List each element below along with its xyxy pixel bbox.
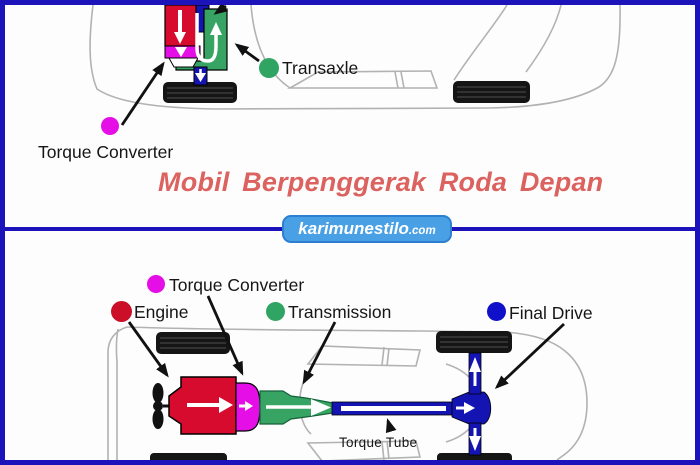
fwd-front-wheel bbox=[163, 82, 237, 103]
final-drive-dot-icon bbox=[487, 302, 506, 321]
rwd-torque-tube bbox=[331, 401, 453, 416]
transaxle-label: Transaxle bbox=[282, 58, 359, 78]
site-name: karimunestilo bbox=[298, 219, 409, 238]
engine-label: Engine bbox=[134, 302, 189, 322]
rwd-callout-arrows bbox=[127, 295, 565, 434]
rwd-cooling-fan bbox=[152, 383, 172, 429]
fwd-car-outline bbox=[89, 4, 621, 110]
fwd-rear-wheel bbox=[453, 81, 530, 103]
rwd-car-diagram bbox=[107, 295, 588, 465]
site-watermark-badge: karimunestilo.com bbox=[282, 215, 452, 243]
rwd-drivetrain bbox=[152, 352, 492, 456]
engine-dot-icon bbox=[111, 301, 132, 322]
transmission-label: Transmission bbox=[288, 302, 392, 322]
transmission-dot-icon bbox=[266, 302, 285, 321]
final-drive-label: Final Drive bbox=[509, 303, 593, 323]
torque-tube-label: Torque Tube bbox=[339, 435, 418, 450]
rwd-rear-axle bbox=[468, 352, 482, 456]
torque-converter-label: Torque Converter bbox=[38, 142, 174, 162]
torque-converter-dot-icon bbox=[101, 117, 119, 135]
fwd-callout-arrows bbox=[120, 2, 260, 126]
fwd-car-diagram bbox=[89, 2, 621, 126]
torque-converter-dot-icon bbox=[147, 275, 165, 293]
diagram-title: Mobil Berpenggerak Roda Depan bbox=[158, 167, 604, 197]
torque-converter-label: Torque Converter bbox=[169, 275, 305, 295]
site-tld: .com bbox=[408, 225, 436, 237]
transaxle-dot-icon bbox=[259, 58, 279, 78]
fwd-drivetrain bbox=[164, 4, 228, 86]
